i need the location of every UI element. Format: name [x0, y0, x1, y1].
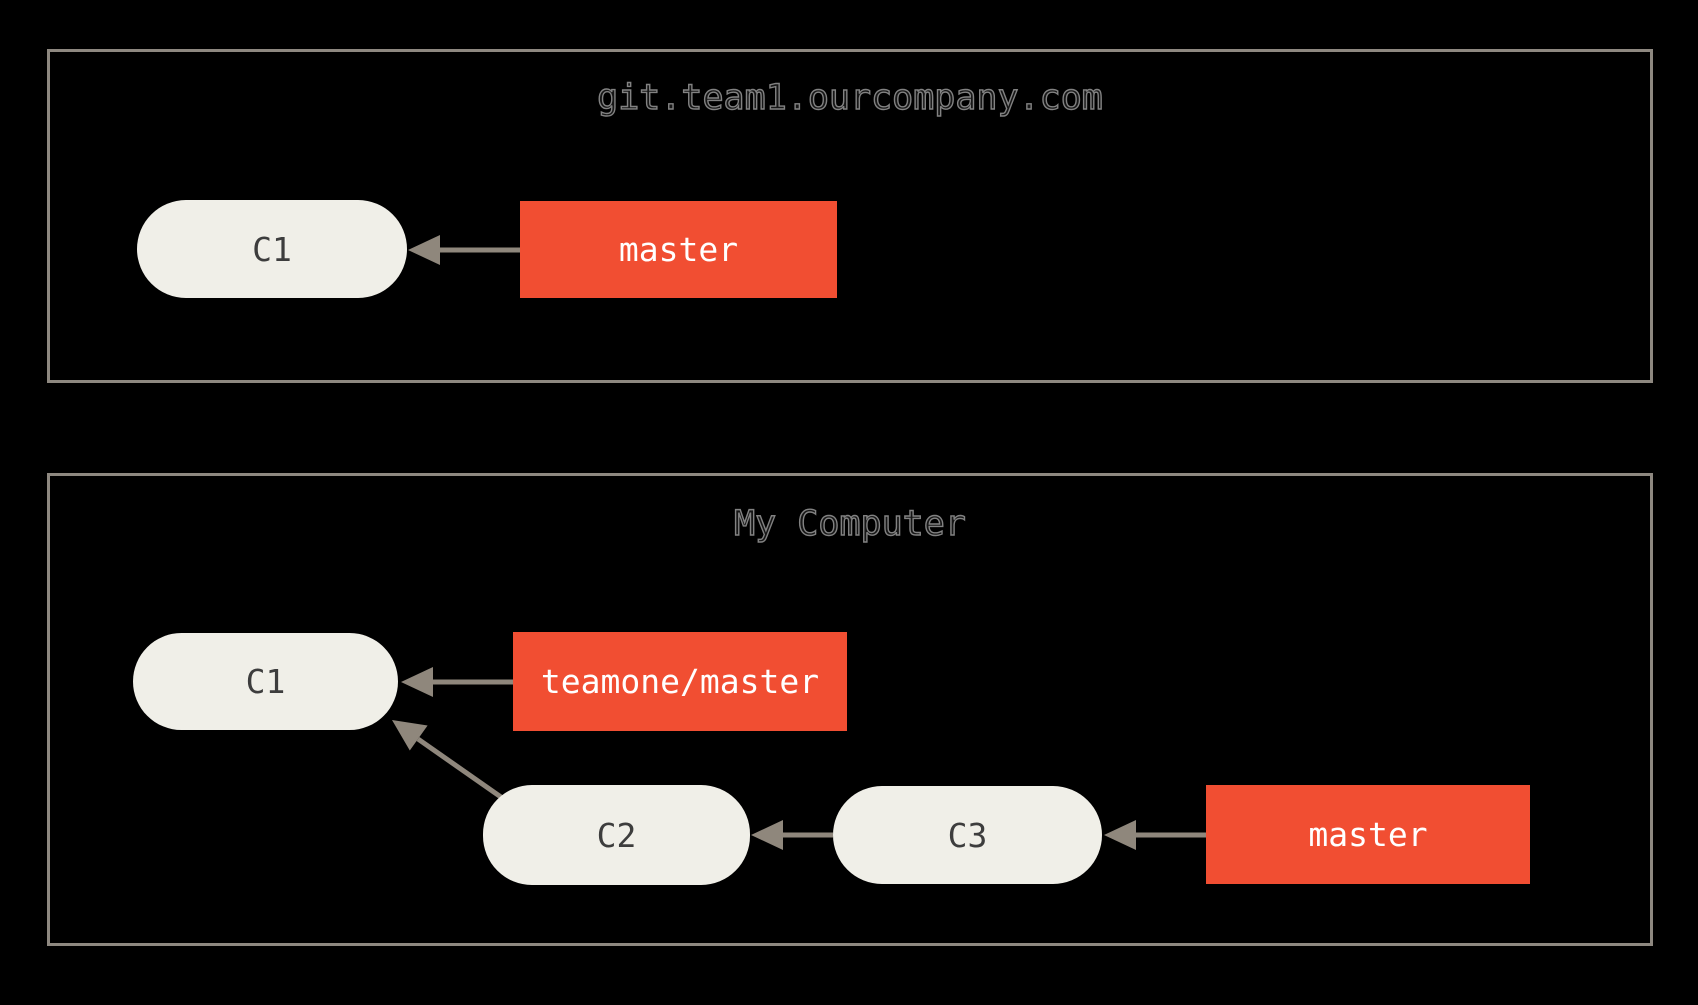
commit-node-c2-local: C2	[483, 785, 750, 885]
commit-node-c3-local: C3	[833, 786, 1102, 884]
arrow-teamone-master-to-c1	[401, 667, 513, 697]
commit-node-c1-remote: C1	[137, 200, 407, 298]
local-repo-panel: My Computer C1 teamone/master C2 C3 mast…	[47, 473, 1653, 946]
branch-label-teamone-master: teamone/master	[513, 632, 847, 731]
arrow-c3-to-c2	[751, 820, 833, 850]
local-repo-title: My Computer	[733, 503, 966, 544]
commit-label: C2	[596, 815, 637, 855]
branch-label: master	[618, 230, 739, 269]
arrow-remote-master-to-c1	[408, 235, 520, 265]
commit-label: C1	[252, 229, 292, 269]
branch-label-master-local: master	[1206, 785, 1530, 884]
branch-label-master-remote: master	[520, 201, 837, 298]
commit-label: C3	[947, 815, 988, 855]
commit-node-c1-local: C1	[133, 633, 398, 730]
remote-repo-panel: git.team1.ourcompany.com C1 master	[47, 49, 1653, 383]
arrow-local-master-to-c3	[1104, 820, 1206, 850]
branch-label: master	[1308, 815, 1428, 854]
branch-label: teamone/master	[540, 662, 820, 701]
remote-repo-title: git.team1.ourcompany.com	[596, 77, 1103, 118]
arrow-c2-to-c1	[392, 720, 510, 805]
commit-label: C1	[245, 662, 286, 701]
